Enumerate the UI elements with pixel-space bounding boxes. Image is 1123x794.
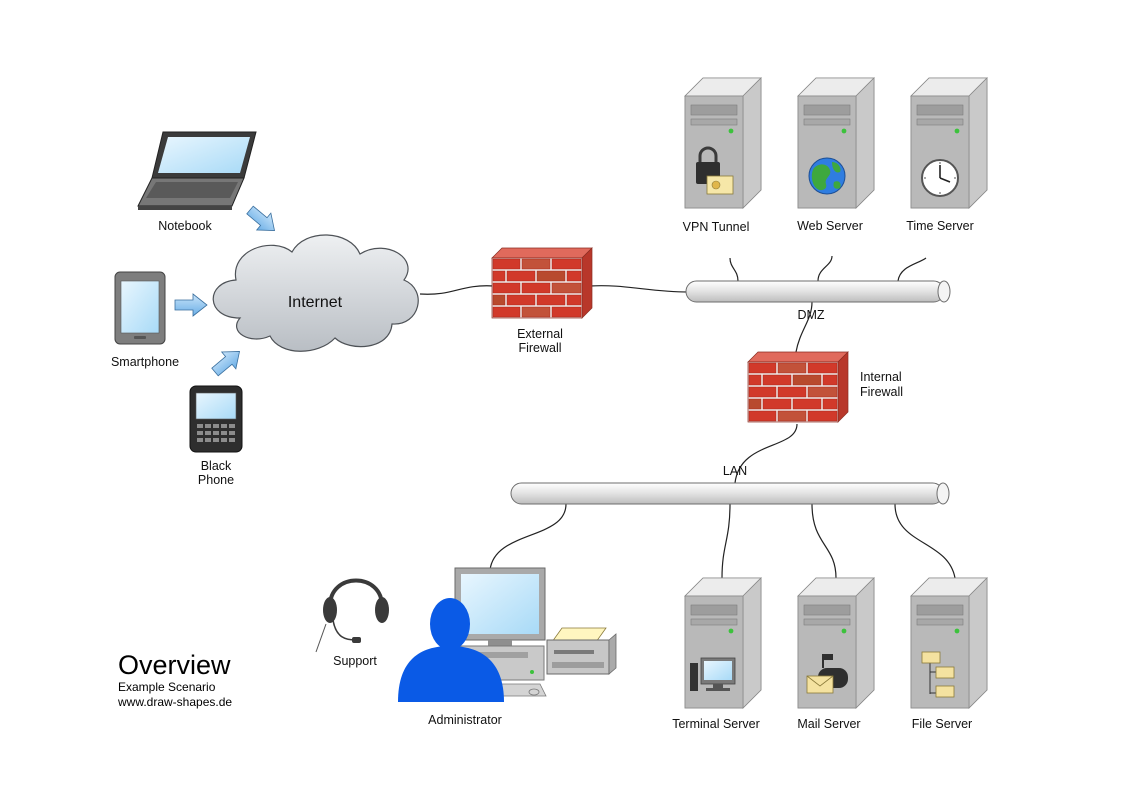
headset-icon	[315, 578, 389, 653]
file-server-label: File Server	[912, 717, 972, 731]
wire-dmz-web	[817, 255, 833, 282]
internal-firewall-label-line1: Internal	[860, 370, 902, 384]
workstation-icon	[454, 567, 547, 697]
mailbox-icon	[806, 654, 848, 694]
folder-tree-icon	[921, 651, 955, 698]
dmz-label: DMZ	[797, 308, 824, 322]
administrator-person-icon	[398, 598, 504, 702]
wire-external-firewall-dmz	[589, 285, 689, 293]
internal-firewall-icon	[747, 351, 849, 423]
black-phone-label-line1: Black	[201, 459, 232, 473]
wire-lan-administrator	[489, 503, 567, 571]
wire-lan-file	[894, 503, 956, 579]
external-firewall-icon	[491, 247, 593, 319]
internet-cloud-icon	[212, 234, 419, 352]
lan-label: LAN	[723, 464, 747, 478]
wire-lan-mail	[811, 503, 837, 579]
lock-certificate-icon	[696, 146, 734, 195]
wire-dmz-internal-firewall	[795, 301, 813, 353]
terminal-server-label: Terminal Server	[672, 717, 760, 731]
smartphone-arrow-icon	[174, 293, 208, 317]
printer-icon	[546, 627, 617, 675]
vpn-tunnel-label: VPN Tunnel	[683, 220, 750, 234]
administrator-label: Administrator	[428, 713, 502, 727]
overview-subtitle: Example Scenario	[118, 680, 216, 694]
connection-wires	[419, 255, 956, 579]
external-firewall-label-line1: External	[517, 327, 563, 341]
notebook-arrow-icon	[242, 201, 282, 240]
terminal-monitor-icon	[690, 657, 736, 691]
notebook-icon	[137, 131, 257, 210]
globe-icon	[808, 157, 846, 195]
black-phone-arrow-icon	[207, 342, 247, 381]
black-phone-icon	[189, 385, 243, 453]
web-server-label: Web Server	[797, 219, 863, 233]
dmz-bus	[685, 280, 951, 303]
internal-firewall-label-line2: Firewall	[860, 385, 903, 399]
support-label: Support	[333, 654, 377, 668]
smartphone-icon	[114, 271, 166, 345]
wire-lan-terminal	[721, 503, 731, 579]
external-firewall-label-line2: Firewall	[518, 341, 561, 355]
wire-internet-external-firewall	[419, 285, 495, 295]
black-phone-label-line2: Phone	[198, 473, 234, 487]
time-server-label: Time Server	[906, 219, 974, 233]
wire-dmz-vpn	[729, 257, 739, 282]
overview-title: Overview	[118, 650, 231, 680]
mail-server-label: Mail Server	[797, 717, 860, 731]
lan-bus	[510, 482, 950, 505]
notebook-label: Notebook	[158, 219, 212, 233]
internet-label: Internet	[288, 294, 343, 311]
wire-dmz-time	[897, 257, 927, 282]
smartphone-label: Smartphone	[111, 355, 179, 369]
wire-internal-firewall-lan	[734, 423, 798, 484]
clock-icon	[921, 159, 959, 197]
overview-site: www.draw-shapes.de	[117, 695, 232, 709]
